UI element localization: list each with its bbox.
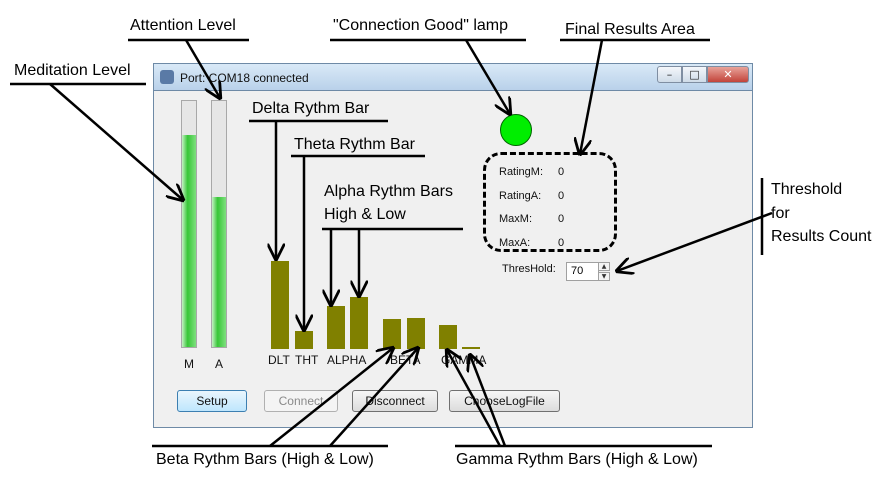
attention-meter-label: A <box>215 357 224 371</box>
annotation-threshold-for: for <box>771 205 790 222</box>
max-m-value: 0 <box>558 213 565 225</box>
bar-alpha-2 <box>327 306 345 349</box>
annotation-beta-bars: Beta Rythm Bars (High & Low) <box>156 451 374 468</box>
attention-meter-fill <box>212 196 226 347</box>
category-label-alpha: ALPHA <box>327 353 367 367</box>
annotation-connection-lamp: "Connection Good" lamp <box>333 17 509 34</box>
threshold-down-button[interactable]: ▼ <box>598 272 610 281</box>
connection-lamp <box>500 114 532 146</box>
attention-meter <box>211 100 227 348</box>
disconnect-button[interactable]: Disconnect <box>352 390 438 412</box>
threshold-input[interactable]: 70 <box>566 262 599 281</box>
annotation-theta-bar: Theta Rythm Bar <box>294 136 415 153</box>
category-label-dlt: DLT <box>268 353 290 367</box>
rating-m-label: RatingM: <box>499 166 544 178</box>
threshold-label: ThresHold: <box>502 263 556 275</box>
minimize-button[interactable]: – <box>657 66 682 83</box>
rating-m-value: 0 <box>558 166 565 178</box>
annotation-alpha-bars: Alpha Rythm Bars <box>324 183 453 200</box>
bar-beta-4 <box>383 319 401 349</box>
setup-button[interactable]: Setup <box>177 390 247 412</box>
final-results-area-outline <box>483 152 617 252</box>
app-icon <box>160 70 174 84</box>
bar-beta-5 <box>407 318 425 349</box>
annotation-meditation-level: Meditation Level <box>14 62 131 79</box>
rating-a-value: 0 <box>558 190 565 202</box>
choose-log-file-button[interactable]: ChooseLogFile <box>449 390 560 412</box>
category-label-tht: THT <box>295 353 319 367</box>
max-a-value: 0 <box>558 237 565 249</box>
annotation-delta-bar: Delta Rythm Bar <box>252 100 370 117</box>
threshold-up-button[interactable]: ▲ <box>598 262 610 271</box>
bar-tht-1 <box>295 331 313 349</box>
bar-dlt-0 <box>271 261 289 349</box>
annotation-gamma-bars: Gamma Rythm Bars (High & Low) <box>456 451 698 468</box>
bar-gamma-7 <box>462 347 480 349</box>
max-m-label: MaxM: <box>499 213 532 225</box>
title-bar[interactable] <box>153 63 753 91</box>
close-button[interactable]: ✕ <box>707 66 749 83</box>
maximize-button[interactable]: □ <box>682 66 707 83</box>
bar-alpha-3 <box>350 297 368 349</box>
annotation-threshold: Threshold <box>771 181 843 198</box>
meditation-meter-label: M <box>184 357 194 371</box>
annotation-attention-level: Attention Level <box>130 17 236 34</box>
bar-gamma-6 <box>439 325 457 349</box>
max-a-label: MaxA: <box>499 237 531 249</box>
rating-a-label: RatingA: <box>499 190 542 202</box>
annotation-threshold-results-count: Results Count <box>771 228 872 245</box>
annotation-alpha-high-low: High & Low <box>324 206 406 223</box>
annotation-final-results: Final Results Area <box>565 21 695 38</box>
